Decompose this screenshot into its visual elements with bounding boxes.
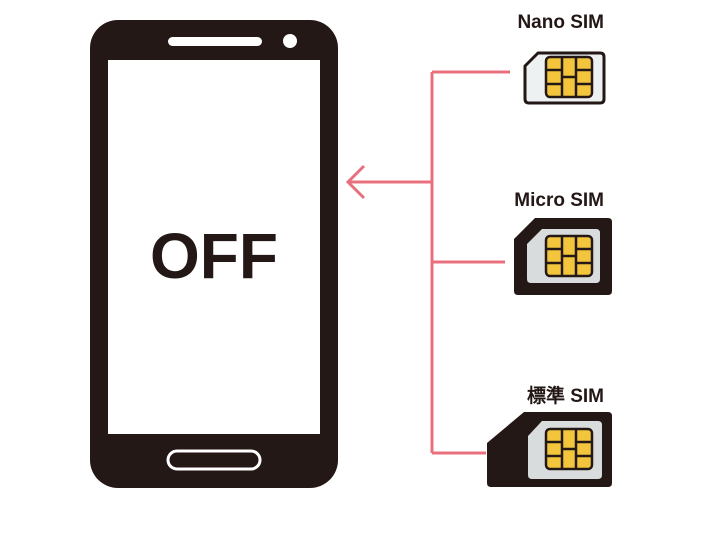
arrow-head-icon: [345, 164, 366, 200]
phone-screen: [108, 60, 320, 434]
front-camera-icon: [283, 34, 297, 48]
screen-status-text: OFF: [150, 220, 278, 292]
micro-sim-label: Micro SIM: [514, 190, 604, 211]
nano-sim-card: [523, 51, 606, 105]
connector-lines: [345, 70, 510, 455]
micro-sim-chip-icon: [544, 234, 594, 278]
micro-sim-card: [514, 218, 612, 295]
standard-sim-card: [487, 412, 612, 487]
nano-sim-label: Nano SIM: [517, 12, 604, 33]
nano-sim-chip-icon: [544, 55, 594, 99]
speaker-slot-icon: [168, 37, 262, 46]
smartphone: OFF: [90, 20, 338, 488]
home-button-icon: [166, 449, 262, 471]
standard-sim-chip-icon: [544, 427, 594, 471]
standard-sim-label: 標準 SIM: [526, 386, 604, 407]
